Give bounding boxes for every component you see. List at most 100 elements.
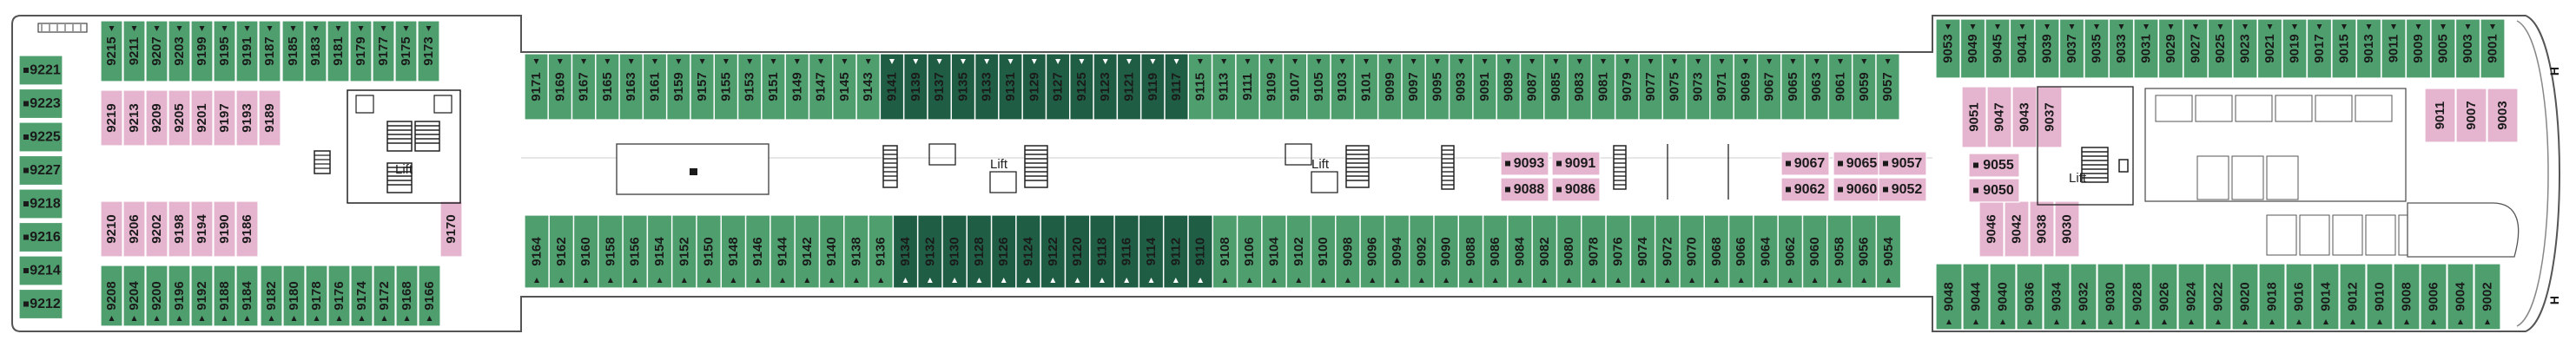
cabin-number: 9205 <box>172 103 187 132</box>
cabin: 9042 <box>2004 200 2030 258</box>
cabin-arrow <box>1079 59 1085 64</box>
cabin-marker <box>23 201 29 206</box>
cabin-arrow <box>1566 278 1572 283</box>
cabin-number: 9090 <box>1439 237 1454 265</box>
cabin: 9054 <box>1875 214 1902 289</box>
cabin: 9115 <box>1187 53 1213 121</box>
cabin-arrow <box>1173 59 1179 64</box>
cabin-number: 9170 <box>444 214 459 243</box>
cabin-arrow <box>1812 278 1818 283</box>
cabin-box <box>524 214 550 289</box>
cabin-number: 9005 <box>2436 34 2451 62</box>
cabin-box <box>2177 263 2205 331</box>
cabin: 9122 <box>1040 214 1066 289</box>
cabin-number: 9103 <box>1335 72 1350 101</box>
cabin-number: 9041 <box>2015 34 2030 62</box>
cabin-number: 9139 <box>908 72 923 101</box>
cabin-arrow <box>1245 59 1251 64</box>
cabin-marker <box>1973 187 1978 193</box>
cabin-arrow <box>221 26 228 31</box>
cabin-number: 9206 <box>127 214 142 243</box>
cabin-marker <box>23 134 29 140</box>
cabin: 9029 <box>2157 18 2184 79</box>
cabin-number: 9094 <box>1390 237 1404 266</box>
cabin: 9105 <box>1306 53 1331 121</box>
cabin-number: 9210 <box>104 214 119 243</box>
cabin-arrow <box>1492 278 1498 283</box>
fwd-mid-lift-shaft <box>1285 143 1338 193</box>
cabin-number: 9159 <box>671 72 686 101</box>
cabin: 9181 <box>327 20 350 82</box>
cabin-number: 9173 <box>421 36 436 65</box>
stairs <box>1441 145 1455 190</box>
cabin-number: 9121 <box>1122 72 1137 101</box>
cabin: 9193 <box>235 89 259 147</box>
cabin-arrow <box>426 316 433 321</box>
cabin-number: 9181 <box>331 36 346 65</box>
cabin: 9163 <box>618 53 644 121</box>
cabin-number: 9097 <box>1406 72 1421 101</box>
cabin-number: 9039 <box>2040 34 2055 62</box>
cabin-box <box>145 200 168 258</box>
cabin-arrow <box>1648 59 1654 64</box>
cabin-arrow <box>154 316 160 321</box>
cabin-number: 9060 <box>1846 182 1878 197</box>
cabin: 9082 <box>1531 214 1557 289</box>
cabin-arrow <box>1995 24 2000 29</box>
cabin-number: 9060 <box>1807 237 1822 265</box>
cabin-number: 9175 <box>399 36 413 65</box>
cabin: 9092 <box>1409 214 1435 289</box>
cabin: 9052 <box>1878 177 1927 202</box>
cabin-box <box>642 53 668 121</box>
cabin-box <box>1989 263 2017 331</box>
cabin-arrow <box>2168 24 2174 29</box>
cabin: 9109 <box>1258 53 1284 121</box>
cabin: 9064 <box>1753 214 1779 289</box>
cabin-number: 9013 <box>2361 34 2376 62</box>
cabin: 9129 <box>1021 53 1047 121</box>
cabin-number: 9077 <box>1643 72 1658 101</box>
cabin: 9180 <box>282 265 306 327</box>
cabin-arrow <box>2292 24 2297 29</box>
cabin-arrow <box>1197 59 1203 64</box>
cabin-number: 9044 <box>1969 282 1984 311</box>
cabin-arrow <box>1364 59 1369 64</box>
cabin-number: 9061 <box>1833 72 1848 101</box>
cabin-box <box>1875 214 1902 289</box>
cabin-arrow <box>607 278 613 283</box>
cabin-box <box>235 89 259 147</box>
cabin-box <box>190 89 214 147</box>
cabin-number: 9051 <box>1967 102 1982 131</box>
cabin-arrow <box>109 26 115 31</box>
cabin-number: 9213 <box>127 103 142 132</box>
cabin-box <box>2258 263 2286 331</box>
cabin-number: 9091 <box>1477 72 1492 101</box>
cabin-number: 9212 <box>30 297 61 311</box>
cabin-arrow <box>780 278 785 283</box>
lounge-module <box>2266 214 2297 256</box>
cabin-box <box>769 214 796 289</box>
cabin-number: 9187 <box>262 36 277 65</box>
cabin-box <box>1015 214 1041 289</box>
cabin-number: 9113 <box>1217 73 1232 101</box>
cabin-arrow <box>1542 278 1548 283</box>
cabin-arrow <box>199 26 205 31</box>
cabin-number: 9083 <box>1572 72 1587 101</box>
cabin-arrow <box>313 26 319 31</box>
cabin-box <box>258 89 281 147</box>
cabin-number: 9200 <box>149 281 164 310</box>
cabin: 9009 <box>2405 18 2432 79</box>
cabin-arrow <box>558 278 565 283</box>
cabin-arrow <box>404 316 410 321</box>
cabin-arrow <box>927 278 933 283</box>
cabin: 9022 <box>2204 263 2232 331</box>
cabin: 9168 <box>395 265 419 327</box>
cabin-arrow <box>1001 278 1007 283</box>
stairs <box>414 121 440 152</box>
cabin: 9093 <box>1500 151 1549 176</box>
cabin-number: 9179 <box>353 36 368 65</box>
cabin-arrow <box>2118 24 2124 29</box>
cabin-number: 9185 <box>286 36 301 65</box>
bow-room <box>2407 202 2520 258</box>
cabin-arrow <box>1813 59 1820 64</box>
